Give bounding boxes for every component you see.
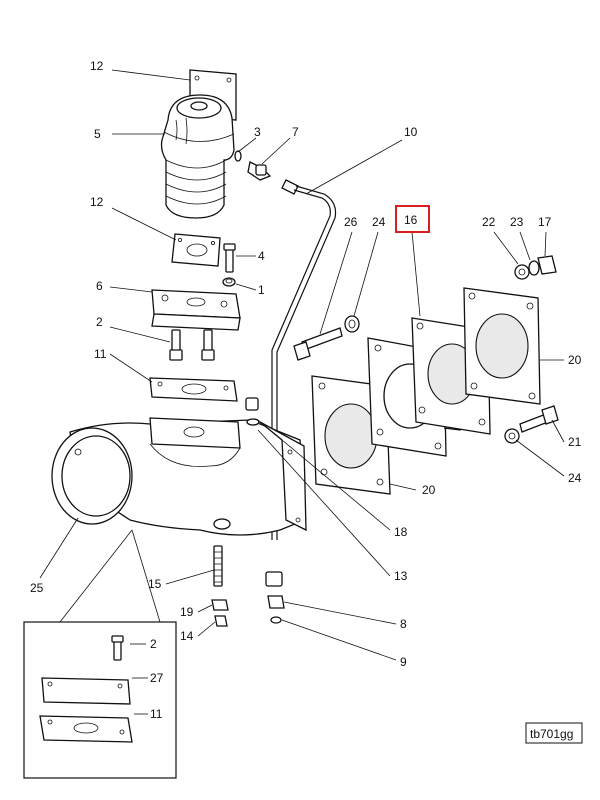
callout-9: 9 xyxy=(400,655,407,669)
part-14-nut xyxy=(214,615,228,627)
callout-12-lower: 12 xyxy=(90,195,104,209)
part-22-washer xyxy=(514,264,530,280)
callout-2-inset: 2 xyxy=(150,637,157,651)
callout-23: 23 xyxy=(510,215,524,229)
callout-7: 7 xyxy=(292,125,299,139)
part-11-plate xyxy=(149,377,238,402)
callout-27-inset: 27 xyxy=(150,671,164,685)
callout-19: 19 xyxy=(180,605,194,619)
callout-25: 25 xyxy=(30,581,44,595)
callout-13: 13 xyxy=(394,569,408,583)
callout-17: 17 xyxy=(538,215,552,229)
part-12-lower-gasket xyxy=(171,233,221,267)
callout-1: 1 xyxy=(258,283,265,297)
inset-detail xyxy=(23,529,177,779)
figure-id-text: tb701gg xyxy=(530,727,573,741)
part-5-bellows xyxy=(160,94,235,219)
callout-2: 2 xyxy=(96,315,103,329)
part-10-air-line xyxy=(271,179,337,540)
part-20-gasket-rear xyxy=(463,287,541,405)
part-26-bolt xyxy=(293,327,343,361)
part-4-bolt xyxy=(223,243,236,273)
part-21-bolt xyxy=(519,405,559,433)
part-3-oring xyxy=(234,150,242,162)
part-8-fitting xyxy=(265,571,285,609)
callout-21: 21 xyxy=(568,435,582,449)
callout-11: 11 xyxy=(94,347,107,361)
part-2-bolts xyxy=(169,329,215,361)
callout-24-left: 24 xyxy=(372,215,386,229)
callout-15: 15 xyxy=(148,577,162,591)
part-7-fitting xyxy=(247,161,272,181)
leader-lines xyxy=(39,69,565,661)
callout-12-top: 12 xyxy=(90,59,104,73)
callout-10: 10 xyxy=(404,125,418,139)
callout-18: 18 xyxy=(394,525,408,539)
part-24-washer-left xyxy=(344,315,360,333)
part-25-housing xyxy=(51,417,307,536)
callout-5: 5 xyxy=(94,127,101,141)
callout-20-rear: 20 xyxy=(568,353,582,367)
callout-labels: 12 5 3 7 10 12 4 1 6 2 11 26 24 16 22 23… xyxy=(30,59,582,721)
callout-6: 6 xyxy=(96,279,103,293)
part-13-washer xyxy=(246,418,260,426)
callout-20-front: 20 xyxy=(422,483,436,497)
callout-24-right: 24 xyxy=(568,471,582,485)
part-19-nut xyxy=(211,599,229,611)
callout-16-highlight xyxy=(395,205,430,233)
callout-11-inset: 11 xyxy=(150,707,163,721)
callout-26: 26 xyxy=(344,215,358,229)
part-17-nut xyxy=(537,255,557,275)
part-18-plug xyxy=(245,397,259,411)
part-1-spacer xyxy=(222,277,236,287)
figure-id-tag: tb701gg xyxy=(525,722,583,744)
part-6-mount-block xyxy=(151,289,241,331)
part-24-washer-right xyxy=(504,428,520,444)
part-23-lockwasher xyxy=(528,260,540,276)
callout-22: 22 xyxy=(482,215,496,229)
callout-4: 4 xyxy=(258,249,265,263)
callout-16: 16 xyxy=(404,213,418,227)
part-9-oring xyxy=(270,616,282,624)
part-15-stud xyxy=(213,545,223,587)
callout-14: 14 xyxy=(180,629,194,643)
callout-8: 8 xyxy=(400,617,407,631)
callout-3: 3 xyxy=(254,125,261,139)
